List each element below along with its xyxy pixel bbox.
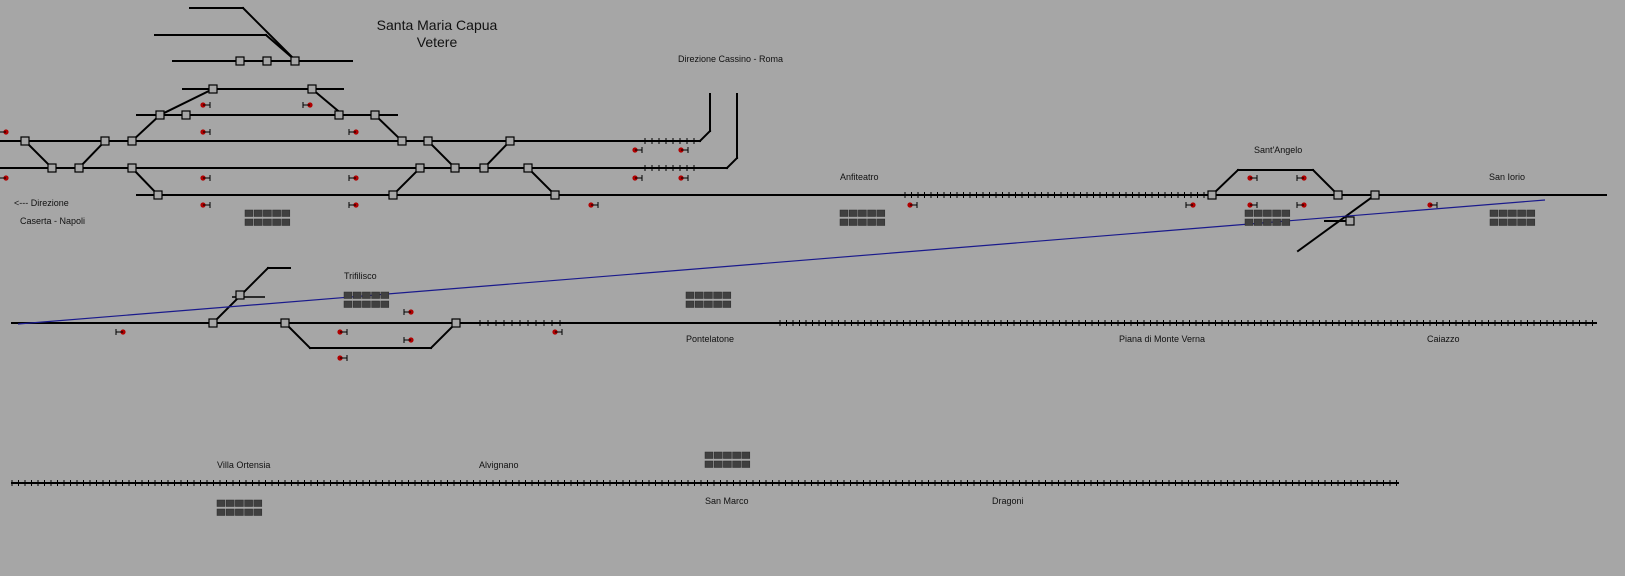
- signal-icon[interactable]: [115, 329, 126, 335]
- switch-box-icon[interactable]: [181, 110, 191, 120]
- switch-box-icon[interactable]: [290, 56, 300, 66]
- platform-icon: [704, 451, 751, 468]
- label-dragoni: Dragoni: [992, 496, 1024, 506]
- switch-box-icon[interactable]: [262, 56, 272, 66]
- platform-icon: [685, 291, 732, 308]
- track-segment: [725, 156, 739, 170]
- switch-box-icon[interactable]: [153, 190, 163, 200]
- signal-icon[interactable]: [1427, 202, 1438, 208]
- switch-box-icon[interactable]: [208, 318, 218, 328]
- switch-box-icon[interactable]: [155, 110, 165, 120]
- switch-box-icon[interactable]: [100, 136, 110, 146]
- label-piana-di-monte-verna: Piana di Monte Verna: [1119, 334, 1206, 344]
- signal-icon[interactable]: [337, 355, 348, 361]
- platform-icon: [1244, 209, 1291, 226]
- switch-box-icon[interactable]: [550, 190, 560, 200]
- track-sleepers: [11, 138, 1593, 486]
- switch-box-icon[interactable]: [235, 290, 245, 300]
- signal-icon[interactable]: [588, 202, 599, 208]
- label-direzione-cassino: Direzione Cassino - Roma: [678, 54, 784, 64]
- signal-icon[interactable]: [632, 175, 643, 181]
- label-caiazzo: Caiazzo: [1427, 334, 1460, 344]
- platform-icon: [343, 291, 390, 308]
- signal-icon[interactable]: [1247, 175, 1258, 181]
- link-line: [17, 199, 1546, 325]
- signal-icon[interactable]: [337, 329, 348, 335]
- switch-box-icon[interactable]: [1345, 216, 1355, 226]
- platforms: [216, 209, 1536, 516]
- switch-box-icon[interactable]: [235, 56, 245, 66]
- switch-box-icon[interactable]: [423, 136, 433, 146]
- switch-box-icon[interactable]: [450, 163, 460, 173]
- label-direzione-caserta-1: <--- Direzione: [14, 198, 69, 208]
- signal-icon[interactable]: [0, 129, 9, 135]
- switch-box-icon[interactable]: [451, 318, 461, 328]
- label-pontelatone: Pontelatone: [686, 334, 735, 344]
- label-anfiteatro: Anfiteatro: [840, 172, 879, 182]
- switch-box-icon[interactable]: [127, 163, 137, 173]
- platform-icon: [244, 209, 291, 226]
- switch-box-icon[interactable]: [1333, 190, 1343, 200]
- track-segment: [1296, 193, 1377, 253]
- signal-icon[interactable]: [1296, 202, 1307, 208]
- switch-box-icon[interactable]: [74, 163, 84, 173]
- signal-icon[interactable]: [678, 147, 689, 153]
- platform-icon: [1489, 209, 1536, 226]
- switch-box-icon[interactable]: [479, 163, 489, 173]
- signal-icon[interactable]: [1185, 202, 1196, 208]
- switch-box-icon[interactable]: [280, 318, 290, 328]
- signal-icon[interactable]: [403, 309, 414, 315]
- signal-icon[interactable]: [348, 202, 359, 208]
- switch-box-icon[interactable]: [47, 163, 57, 173]
- switch-box-icon[interactable]: [370, 110, 380, 120]
- label-direzione-caserta-2: Caserta - Napoli: [20, 216, 86, 226]
- signal-icon[interactable]: [678, 175, 689, 181]
- switch-box-icon[interactable]: [1370, 190, 1380, 200]
- station-title: Santa Maria Capua Vetere: [362, 17, 512, 51]
- signal-icon[interactable]: [632, 147, 643, 153]
- label-alvignano: Alvignano: [479, 460, 519, 470]
- signal-icon[interactable]: [1247, 202, 1258, 208]
- signals: [0, 102, 1438, 361]
- switch-box-icon[interactable]: [505, 136, 515, 146]
- switch-box-icon[interactable]: [388, 190, 398, 200]
- switch-box-icon[interactable]: [397, 136, 407, 146]
- signal-icon[interactable]: [200, 102, 211, 108]
- label-sant-angelo: Sant'Angelo: [1254, 145, 1303, 155]
- switch-box-icon[interactable]: [334, 110, 344, 120]
- label-trifilisco: Trifilisco: [344, 271, 377, 281]
- signal-icon[interactable]: [200, 202, 211, 208]
- track-segment: [698, 129, 712, 143]
- switch-box-icon[interactable]: [523, 163, 533, 173]
- switch-box-icon[interactable]: [20, 136, 30, 146]
- signal-icon[interactable]: [200, 129, 211, 135]
- track-lines: [0, 6, 1607, 484]
- signal-icon[interactable]: [552, 329, 563, 335]
- signal-icon[interactable]: [348, 175, 359, 181]
- signal-icon[interactable]: [200, 175, 211, 181]
- signal-icon[interactable]: [907, 202, 918, 208]
- switch-box-icon[interactable]: [307, 84, 317, 94]
- switch-box-icon[interactable]: [415, 163, 425, 173]
- platform-icon: [216, 499, 263, 516]
- switch-boxes: [20, 56, 1380, 328]
- track-segment: [130, 113, 162, 143]
- signal-icon[interactable]: [0, 175, 9, 181]
- label-san-marco: San Marco: [705, 496, 749, 506]
- label-san-iorio: San Iorio: [1489, 172, 1526, 182]
- switch-box-icon[interactable]: [1207, 190, 1217, 200]
- switch-box-icon[interactable]: [127, 136, 137, 146]
- station-title-line-1: Santa Maria Capua: [376, 17, 498, 33]
- platform-icon: [839, 209, 886, 226]
- switch-box-icon[interactable]: [208, 84, 218, 94]
- track-segment: [158, 87, 215, 117]
- signal-icon[interactable]: [302, 102, 313, 108]
- station-title-line-2: Vetere: [416, 34, 458, 50]
- signal-icon[interactable]: [348, 129, 359, 135]
- label-villa-ortensia: Villa Ortensia: [217, 460, 271, 470]
- signal-icon[interactable]: [1296, 175, 1307, 181]
- signal-icon[interactable]: [403, 337, 414, 343]
